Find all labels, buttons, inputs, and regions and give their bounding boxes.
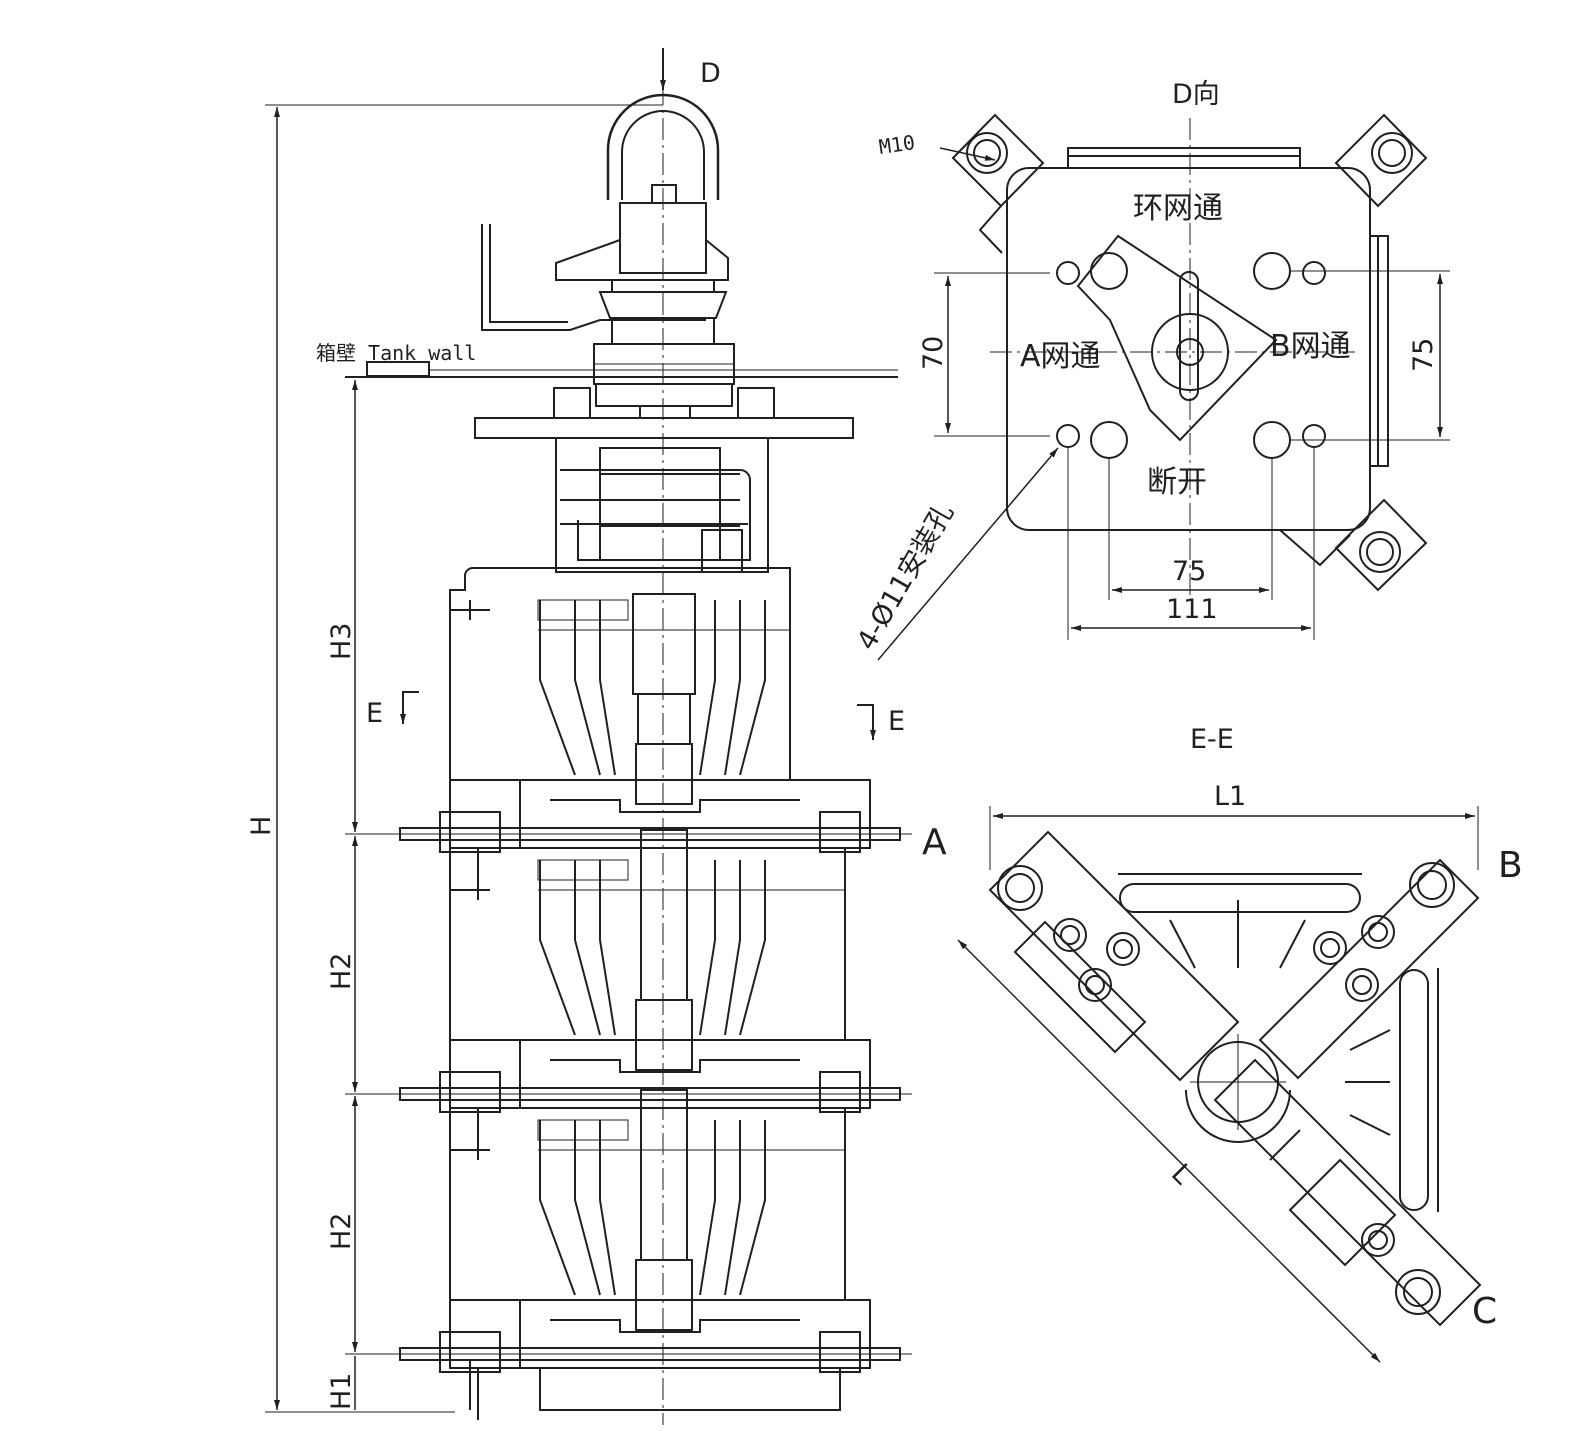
label-position-a: A网通: [1020, 339, 1101, 374]
arm-a: [988, 830, 1240, 1082]
upper-contact-fingers: [539, 600, 766, 776]
label-tank-wall: 箱壁 Tank wall: [316, 341, 476, 365]
d-view-dimensions: [877, 147, 1450, 661]
e-e-section-view: [957, 806, 1482, 1363]
contact-stage-3: [399, 1299, 901, 1420]
label-dim-h1: H1: [326, 1373, 357, 1410]
corner-bolt-top-right: [1334, 113, 1428, 208]
arm-c: [1213, 1058, 1482, 1327]
label-terminal-a: A: [922, 822, 947, 863]
arm-b: [1258, 858, 1480, 1080]
label-terminal-c: C: [1472, 1291, 1497, 1332]
label-dim-111: 111: [1166, 594, 1218, 625]
front-dimensions: [274, 107, 358, 1410]
label-dim-75-right: 75: [1408, 338, 1439, 372]
label-dim-h3: H3: [326, 623, 357, 660]
label-section-e-left: E: [366, 698, 383, 729]
label-view-arrow-d: D: [700, 58, 721, 89]
label-terminal-b: B: [1498, 845, 1523, 886]
label-dim-70: 70: [918, 336, 949, 370]
label-holes-note: 4-Ø11安装孔: [851, 498, 960, 655]
label-dim-l1: L1: [1214, 781, 1246, 812]
label-d-view-title: D向: [1172, 79, 1220, 110]
label-dim-75-bottom: 75: [1172, 556, 1206, 587]
drawing-labels: D 箱壁 Tank wall H H3 H2 H2 H1 E E A D向 M1…: [246, 58, 1523, 1410]
corner-bolt-top-left: [951, 113, 1045, 254]
corner-bolt-bottom-right: [1279, 498, 1428, 592]
label-dim-h2-lower: H2: [326, 1213, 357, 1250]
label-position-b: B网通: [1270, 329, 1351, 364]
label-position-off: 断开: [1147, 465, 1207, 500]
section-fins: [1118, 873, 1439, 1212]
label-section-title: E-E: [1190, 724, 1234, 755]
front-elevation-view: [265, 48, 912, 1425]
label-position-ring: 环网通: [1133, 191, 1223, 226]
label-section-e-right: E: [888, 706, 905, 737]
label-dim-h2-upper: H2: [326, 953, 357, 990]
label-bolt-m10: M10: [877, 130, 916, 159]
label-dim-h: H: [246, 816, 277, 836]
d-direction-top-view: [877, 113, 1450, 661]
